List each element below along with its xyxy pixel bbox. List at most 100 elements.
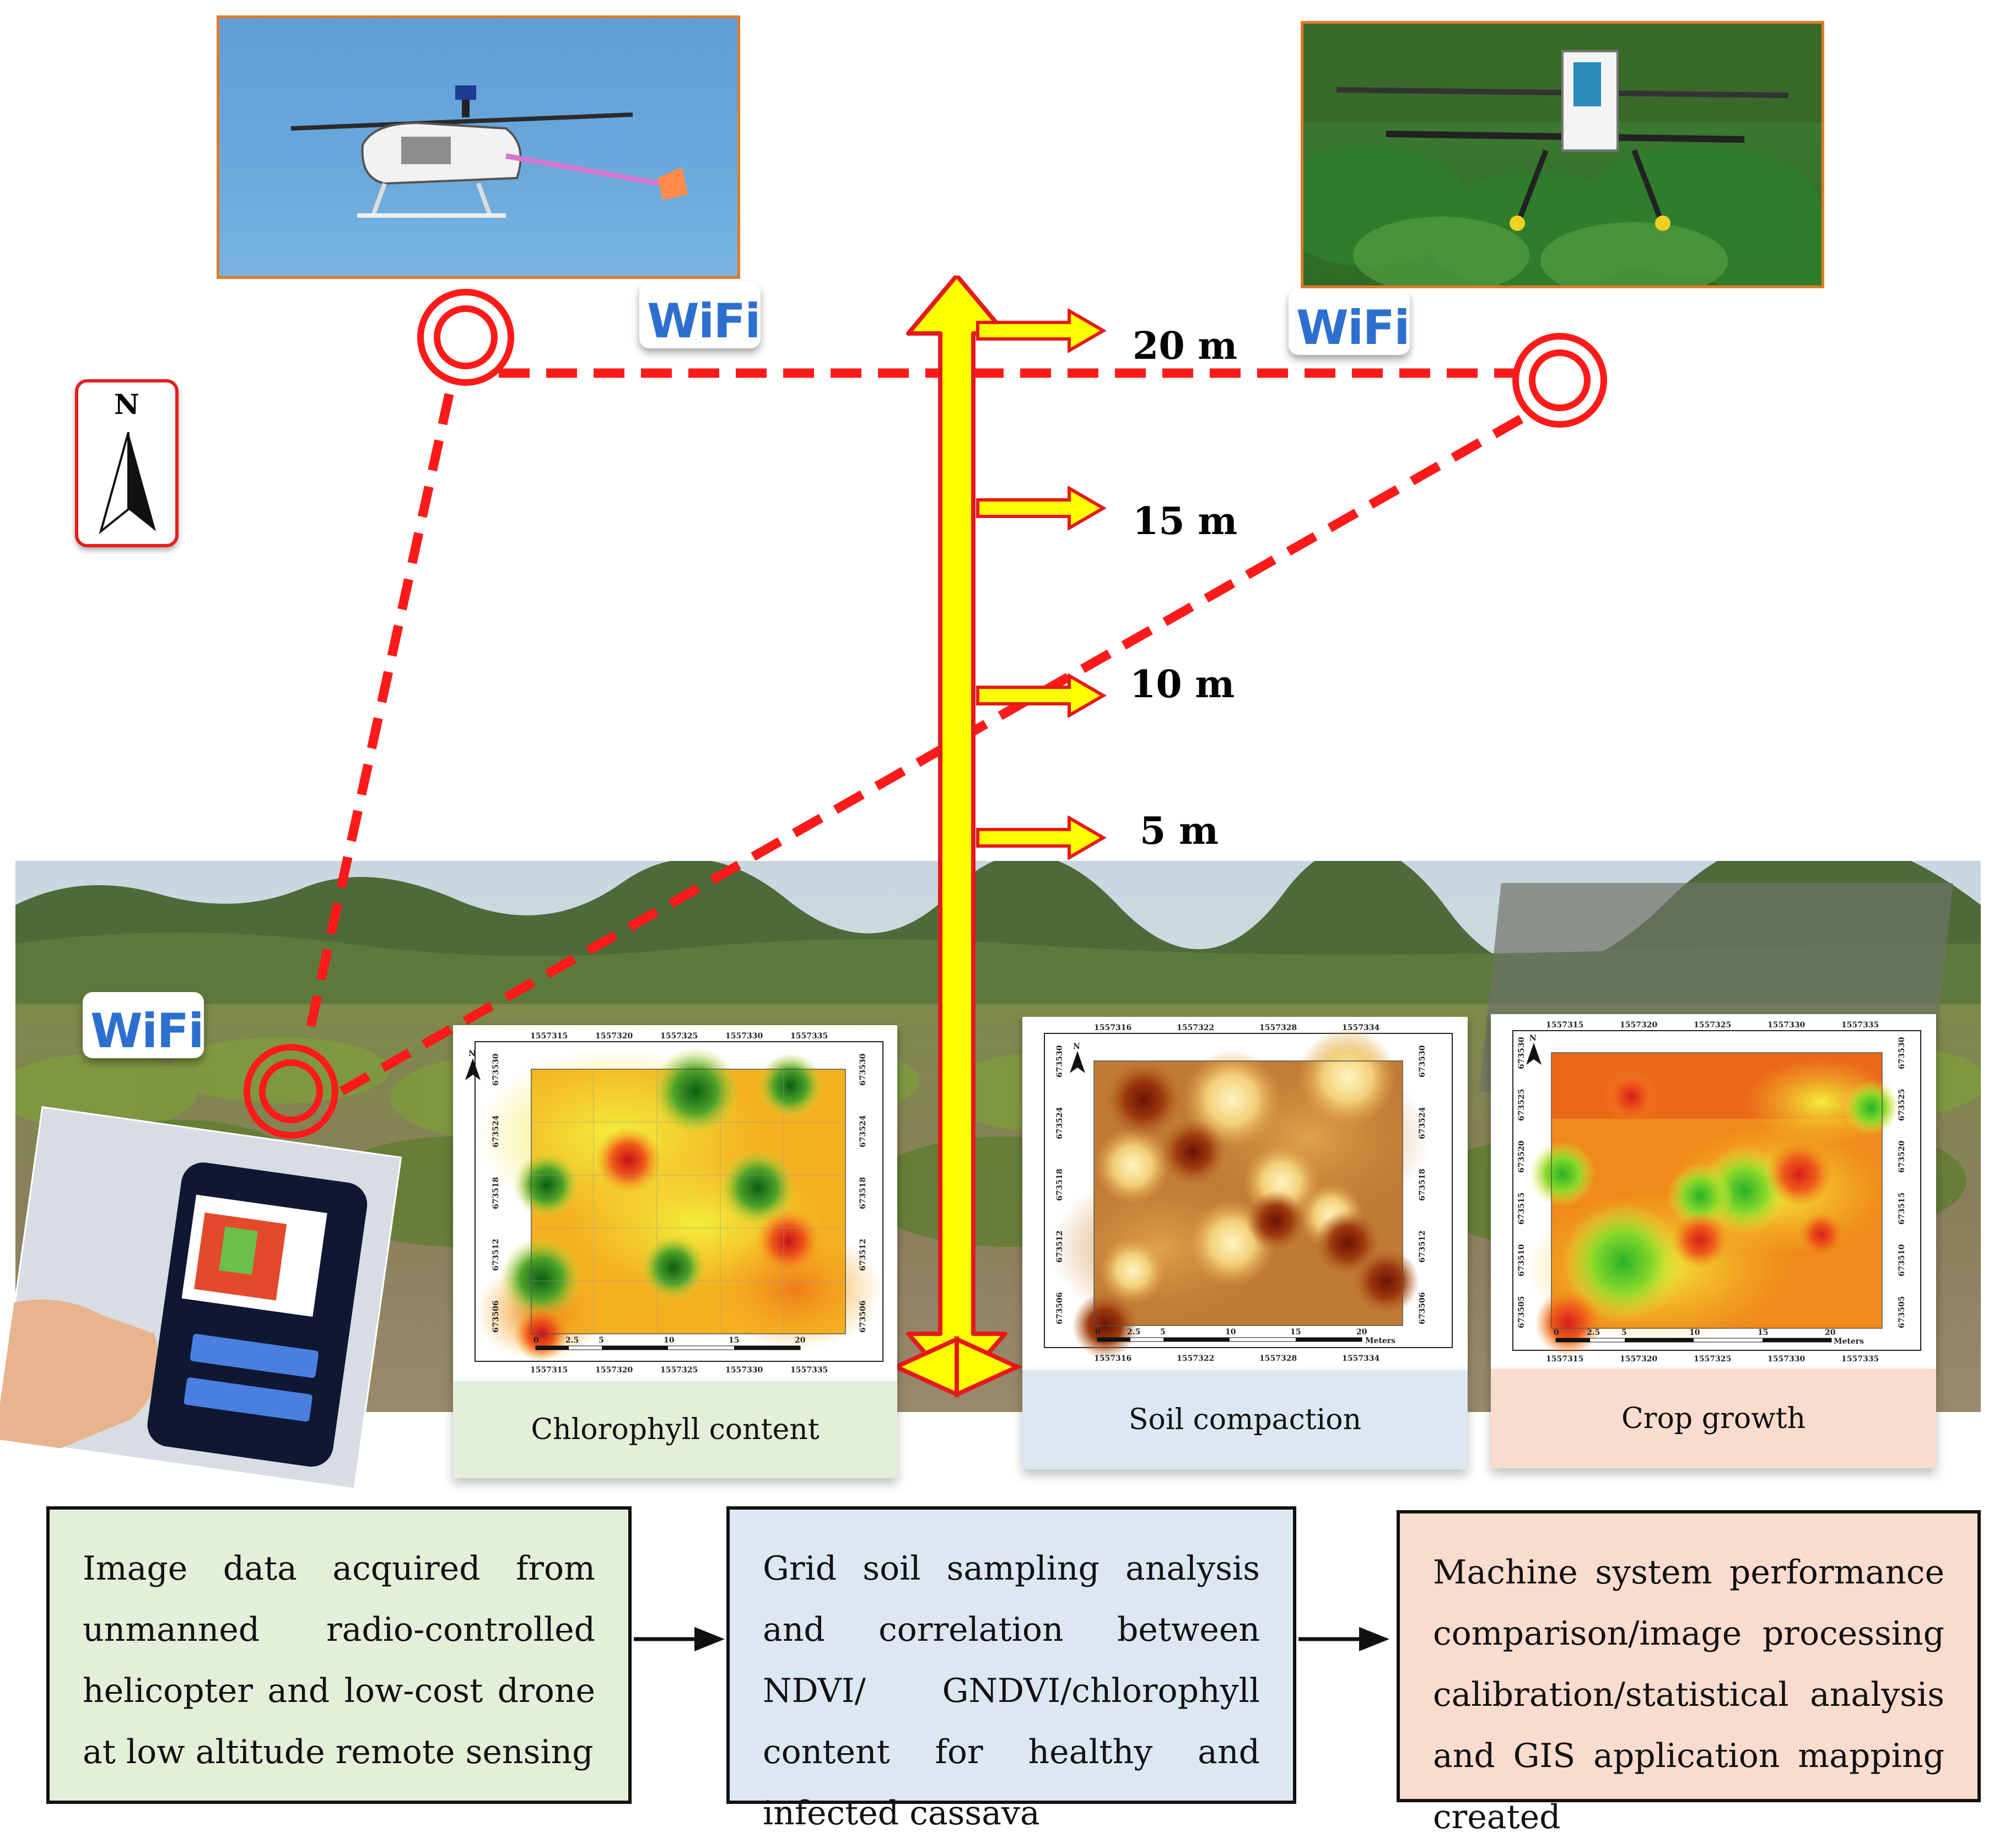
north-arrow-icon: N	[1526, 1034, 1542, 1065]
svg-text:15: 15	[729, 1336, 739, 1345]
y-tick: 673506	[492, 1301, 500, 1333]
y-tick: 673518	[492, 1177, 500, 1209]
y-tick: 673506	[1055, 1292, 1064, 1324]
node-ground	[244, 1044, 338, 1139]
svg-text:20: 20	[795, 1336, 806, 1345]
wifi-badge-helicopter: WiFi	[639, 282, 761, 348]
flow-arrow-2	[1298, 1627, 1389, 1651]
smartphone-photo	[0, 1104, 404, 1492]
drone-graphic	[1303, 24, 1821, 285]
svg-text:0: 0	[1554, 1328, 1559, 1337]
north-arrow: N	[75, 379, 179, 547]
wifi-icon: WiFi	[1296, 300, 1410, 355]
y-tick: 673524	[1055, 1107, 1064, 1139]
x-tick: 1557334	[1342, 1023, 1379, 1032]
y-tick: 673512	[1418, 1231, 1427, 1263]
y-tick: 673520	[1517, 1140, 1526, 1173]
link-drone-ground	[339, 414, 1524, 1096]
y-tick: 673530	[1898, 1037, 1906, 1069]
step-box-performance: Machine system performance comparison/im…	[1397, 1510, 1981, 1836]
x-tick: 1557320	[595, 1032, 633, 1041]
x-tick: 1557322	[1177, 1354, 1214, 1363]
y-tick: 673506	[859, 1301, 867, 1333]
y-tick: 673512	[1055, 1231, 1064, 1263]
x-tick: 1557322	[1177, 1023, 1214, 1032]
svg-text:Meters: Meters	[1834, 1337, 1864, 1346]
svg-text:2.5: 2.5	[1127, 1328, 1140, 1337]
x-tick: 1557325	[1694, 1021, 1731, 1030]
y-tick: 673518	[1055, 1169, 1064, 1201]
x-tick: 1557320	[595, 1366, 633, 1375]
x-tick: 1557335	[790, 1032, 828, 1041]
x-tick: 1557325	[660, 1366, 698, 1375]
x-tick: 1557320	[1620, 1021, 1657, 1030]
y-tick: 673524	[1418, 1107, 1427, 1139]
wifi-icon: WiFi	[647, 294, 761, 349]
y-tick: 673530	[859, 1053, 867, 1086]
marker-arrow-20m	[976, 309, 1107, 353]
svg-text:N: N	[1529, 1034, 1537, 1043]
node-helicopter	[417, 289, 514, 386]
x-tick: 1557325	[1694, 1355, 1731, 1364]
x-tick: 1557316	[1094, 1354, 1131, 1363]
y-tick: 673512	[859, 1239, 867, 1271]
x-tick: 1557335	[1841, 1021, 1879, 1030]
y-tick: 673505	[1898, 1296, 1906, 1328]
step-box-data-acquisition: Image data acquired from unmanned radio-…	[46, 1506, 632, 1804]
altitude-label-5m: 5 m	[1140, 809, 1219, 853]
x-tick: 1557320	[1620, 1355, 1657, 1364]
marker-arrow-15m	[976, 486, 1107, 530]
caption-crop-growth: Crop growth	[1491, 1369, 1936, 1468]
svg-text:5: 5	[1621, 1328, 1627, 1337]
y-tick: 673512	[492, 1239, 500, 1271]
y-tick: 673525	[1517, 1089, 1526, 1121]
svg-text:2.5: 2.5	[1587, 1328, 1600, 1337]
y-tick: 673515	[1517, 1193, 1526, 1225]
x-tick: 1557315	[1546, 1021, 1583, 1030]
svg-text:N: N	[468, 1049, 476, 1058]
map-crop-growth: N 1557315 1557320 1557325 1557330 155733…	[1491, 1014, 1936, 1371]
x-tick: 1557334	[1342, 1354, 1379, 1363]
scale-bar: 0 2.5 5 10 15 20 Meters	[1554, 1328, 1864, 1346]
x-tick: 1557330	[725, 1366, 763, 1375]
x-tick: 1557315	[1546, 1355, 1583, 1364]
marker-arrow-5m	[976, 816, 1107, 860]
step-1-text: Image data acquired from unmanned radio-…	[83, 1549, 595, 1771]
wifi-badge-drone: WiFi	[1289, 289, 1410, 355]
svg-text:Meters: Meters	[1365, 1337, 1395, 1345]
svg-text:15: 15	[1290, 1328, 1301, 1337]
y-tick: 673510	[1898, 1244, 1906, 1276]
flow-arrow-1	[634, 1627, 725, 1651]
y-tick: 673505	[1517, 1296, 1526, 1328]
north-letter: N	[114, 388, 139, 421]
caption-soil-compaction: Soil compaction	[1022, 1370, 1468, 1469]
svg-text:20: 20	[1825, 1328, 1836, 1337]
svg-text:N: N	[1073, 1042, 1080, 1051]
x-tick: 1557316	[1094, 1023, 1131, 1032]
svg-text:5: 5	[599, 1336, 604, 1345]
y-tick: 673510	[1517, 1244, 1526, 1276]
helicopter-graphic	[290, 85, 688, 218]
helicopter-photo	[217, 15, 740, 279]
altitude-label-15m: 15 m	[1133, 499, 1238, 543]
soil-map-graphic: N 1557316 1557322 1557328 1557334 155731…	[1044, 1023, 1453, 1363]
x-tick: 1557328	[1259, 1354, 1297, 1363]
y-tick: 673518	[1418, 1169, 1427, 1201]
svg-text:10: 10	[1689, 1328, 1700, 1337]
y-tick: 673524	[492, 1115, 500, 1147]
link-helicopter-ground	[304, 393, 454, 1037]
map-chlorophyll: N 1557315 1557320 1557325 1557330 155733…	[453, 1025, 897, 1383]
scale-bar: 0 2.5 5 10 15 20	[533, 1336, 806, 1350]
svg-text:10: 10	[664, 1336, 675, 1345]
altitude-label-10m: 10 m	[1130, 662, 1235, 707]
north-arrow-icon: N	[465, 1049, 481, 1080]
marker-arrow-10m	[976, 674, 1107, 718]
y-tick: 673520	[1898, 1140, 1906, 1173]
y-tick: 673530	[492, 1053, 500, 1086]
wifi-icon: WiFi	[90, 1004, 204, 1059]
step-3-text: Machine system performance comparison/im…	[1433, 1553, 1944, 1836]
altitude-label-20m: 20 m	[1133, 324, 1238, 368]
y-tick: 673518	[859, 1177, 867, 1209]
compass-needle-icon	[99, 432, 156, 535]
